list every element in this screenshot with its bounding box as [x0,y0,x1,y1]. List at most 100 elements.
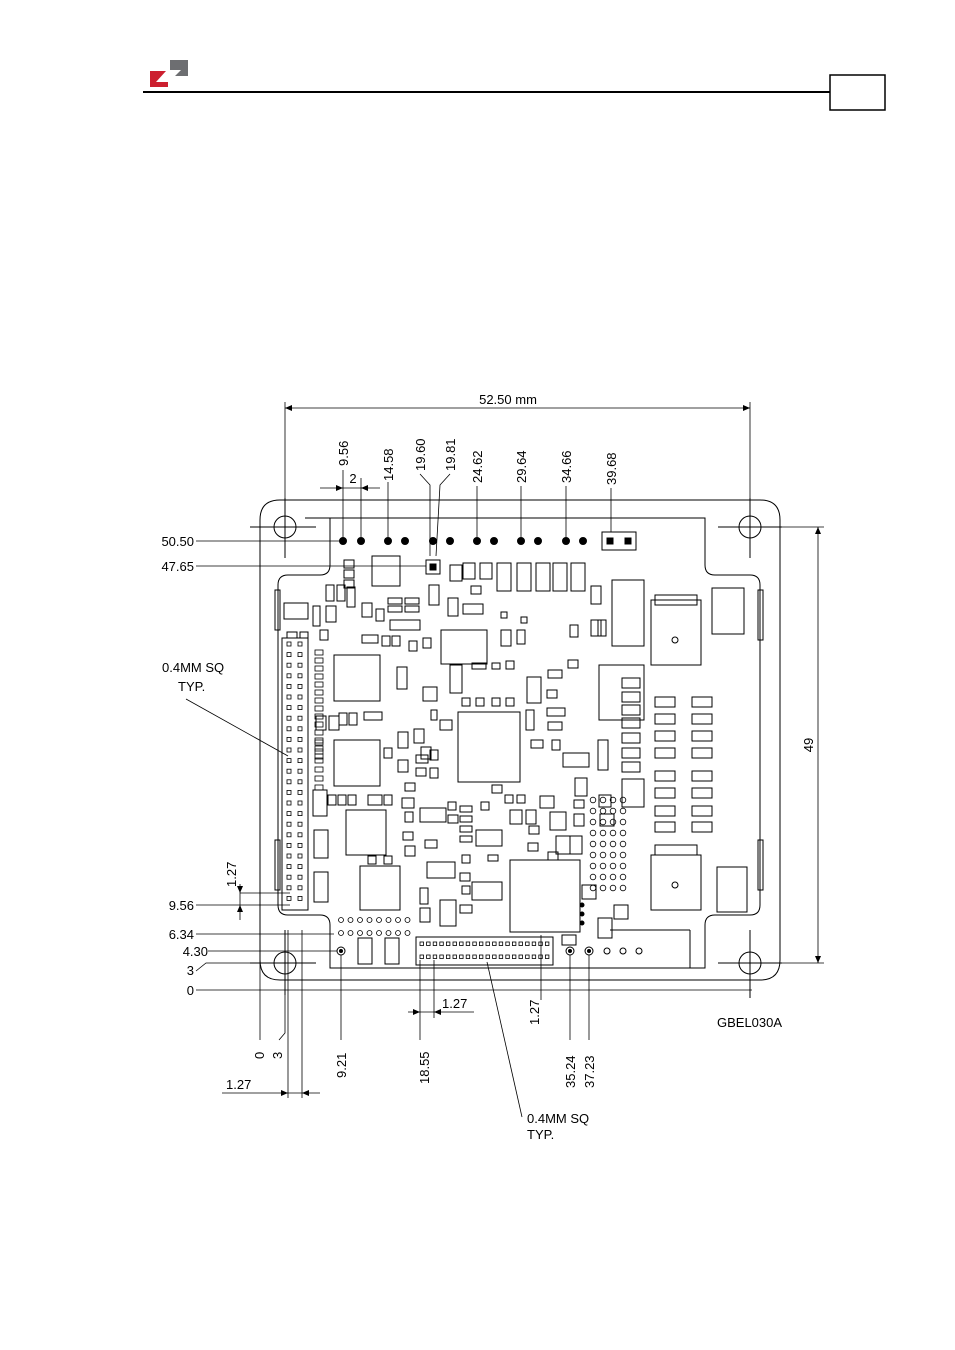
height-label: 49 [801,738,816,752]
header-pin [460,942,464,946]
top-coord-label: 34.66 [559,450,574,483]
header-pin [298,642,302,646]
component-outline [553,563,567,591]
component-outline [481,802,489,810]
top-coord-label: 19.60 [413,438,428,471]
header-pin [298,663,302,667]
header-pin [298,780,302,784]
header-pin [486,955,490,959]
component-outline [521,617,527,623]
dimension-arrows [237,405,821,1096]
header-pin [420,955,424,959]
header-pin [298,695,302,699]
pad [620,819,626,825]
pad-note-left: 0.4MM SQ [162,660,224,675]
header-pin [298,854,302,858]
pad [600,874,606,880]
left-coord-label: 9.56 [169,898,194,913]
header-pin [298,684,302,688]
left-pitch-label: 1.27 [224,862,239,887]
component-outline [348,795,356,805]
component-outline [614,905,628,919]
component-outline [488,855,498,861]
header-pin [460,955,464,959]
component-outline [448,815,458,823]
component-outline [492,663,500,669]
pad [620,874,626,880]
pad [377,918,382,923]
pad [367,931,372,936]
left-coord-label: 50.50 [161,534,194,549]
component-outline [462,698,470,706]
component-outline [397,667,407,689]
component-outline [384,795,392,805]
bottom-coord-label: 37.23 [582,1055,597,1088]
component-outline [409,641,417,651]
pad [610,808,616,814]
component-outline [563,753,589,767]
pad [600,852,606,858]
component-outline [402,798,414,808]
component-outline [390,620,420,630]
component-outline [384,748,392,758]
pad [600,863,606,869]
bottom-coord-label: 9.21 [334,1053,349,1078]
component-outline [598,620,606,636]
header-pin [298,706,302,710]
component-outline [655,822,675,832]
component-outline [316,716,326,730]
header-pin [499,942,503,946]
header-pin [287,854,291,858]
component-outline [655,788,675,798]
component-outline [517,563,531,591]
component-outline [476,698,484,706]
header-pin [315,650,323,655]
pad [358,918,363,923]
left-coord-label: 47.65 [161,559,194,574]
component-outline [460,905,472,913]
header-pin [287,737,291,741]
header-pin [315,674,323,679]
header-pin [512,955,516,959]
pad [610,852,616,858]
component-outline [314,830,328,858]
pad [386,918,391,923]
component-outline [440,720,452,730]
component-outline [429,585,439,605]
header-pin [298,727,302,731]
header-pin [287,865,291,869]
component-outline [450,665,462,693]
pad [610,841,616,847]
pad [620,852,626,858]
header-pin [473,955,477,959]
left-pin-header [282,638,308,910]
header-pin [298,896,302,900]
header-pin [315,706,323,711]
component-outline [398,732,408,748]
pad [580,921,585,926]
left-coord-label: 6.34 [169,927,194,942]
header-pin [287,812,291,816]
component-outline [420,908,430,922]
component-outline [448,802,456,810]
component-outline [692,771,712,781]
component-outline [334,740,380,786]
header-pin [298,812,302,816]
header-pin [287,716,291,720]
component-outline [568,660,578,668]
top-pitch-label: 2 [349,471,356,486]
header-pin [506,955,510,959]
top-coord-label: 19.81 [443,438,458,471]
header-pin [315,658,323,663]
component-outline [497,563,511,591]
pad [620,885,626,891]
component-outline [655,771,675,781]
component-outline [430,768,438,778]
component-outline [505,795,513,803]
header-pin [440,955,444,959]
component-outline [492,785,502,793]
component-outline [448,598,458,616]
top-coord-label: 14.58 [381,448,396,481]
component-outline [405,598,419,604]
component-outline [501,612,507,618]
